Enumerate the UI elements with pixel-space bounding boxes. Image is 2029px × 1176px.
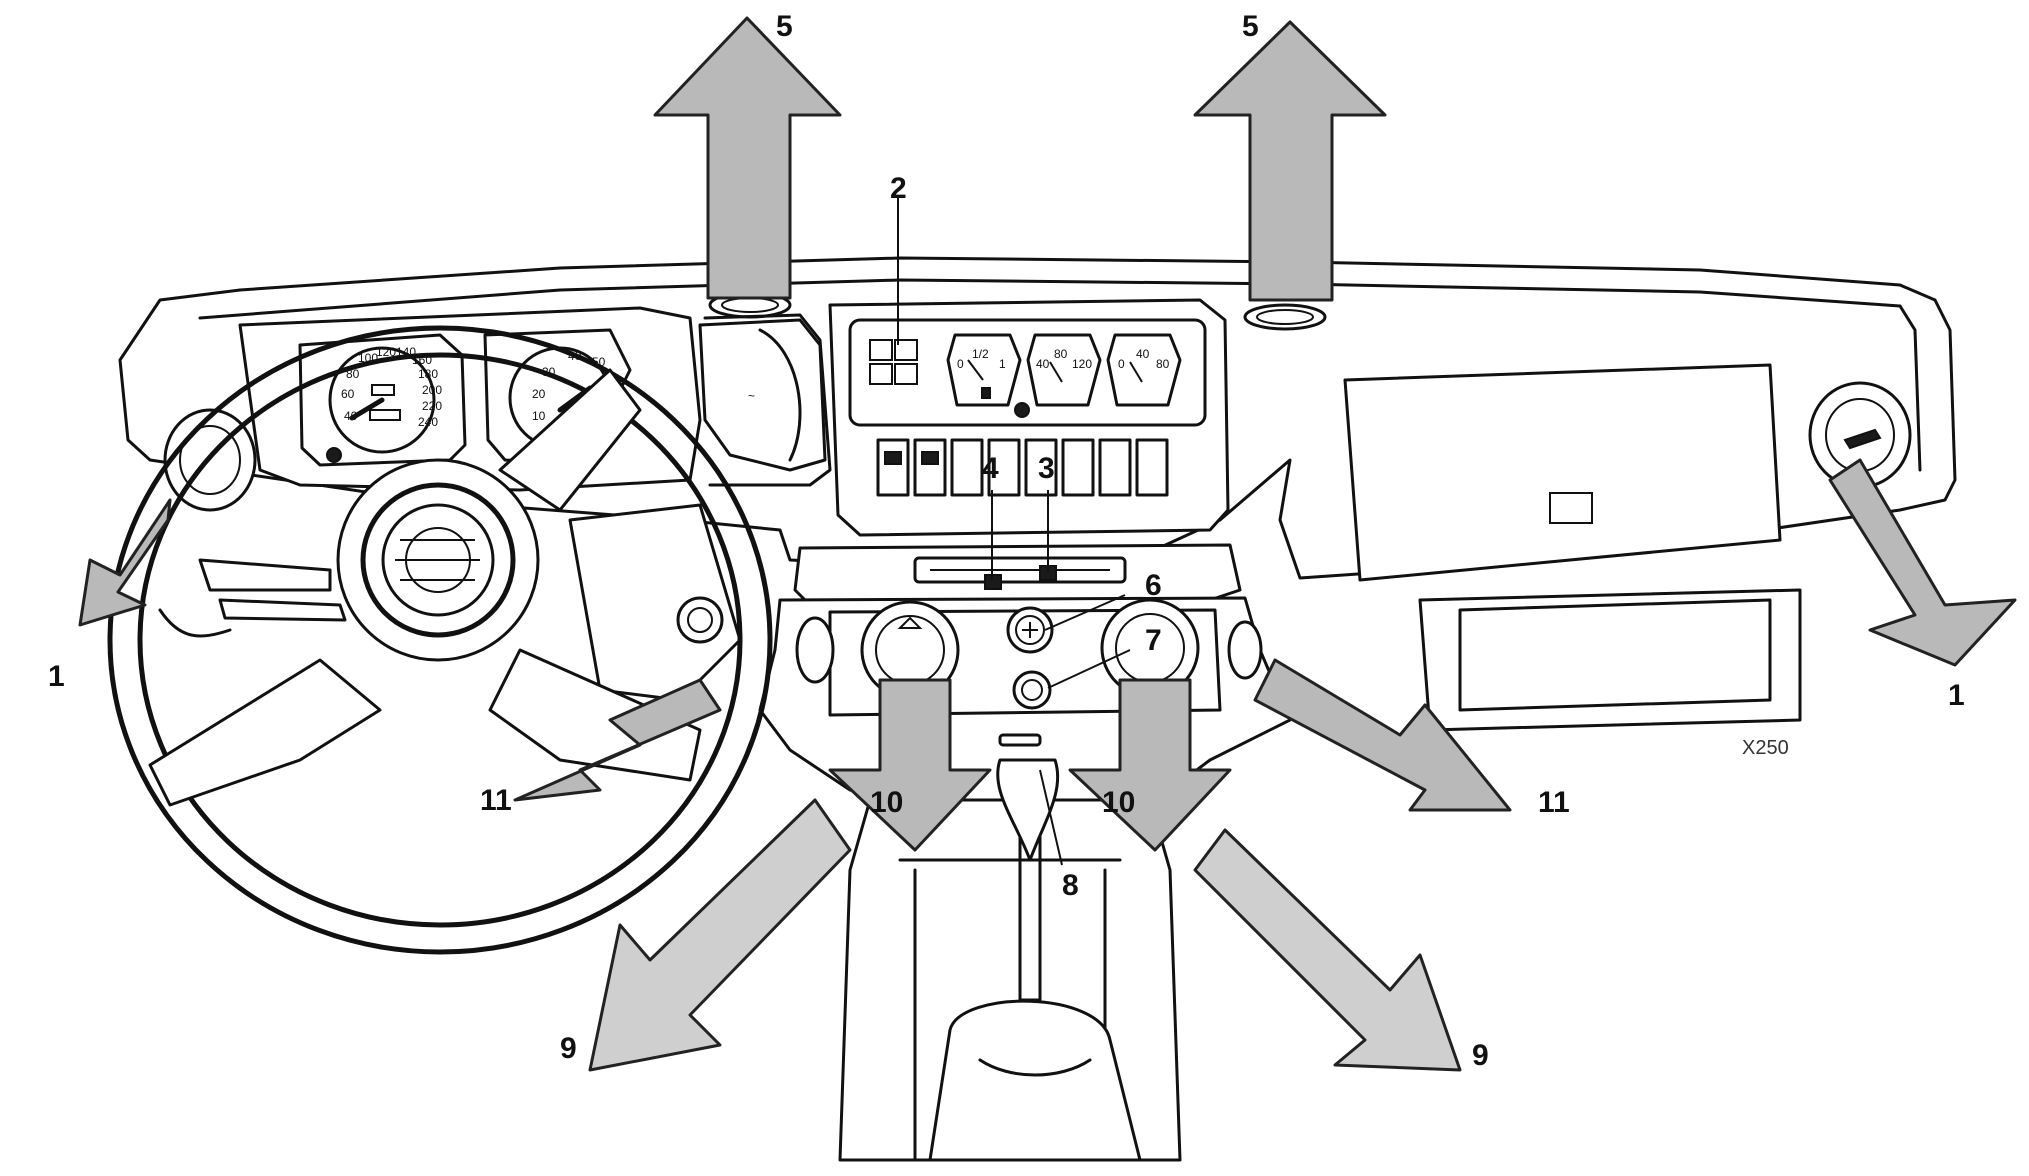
airflow-arrow-10-right xyxy=(1068,678,1232,852)
fuel-gauge: 0 1/2 1 xyxy=(946,333,1022,407)
airflow-arrow-11-right xyxy=(1253,658,1512,812)
speedo-tick: 180 xyxy=(418,367,438,381)
temp-tick: 40 xyxy=(1036,357,1050,371)
tacho-tick: 20 xyxy=(532,387,546,401)
speedo-tick: 200 xyxy=(422,383,442,397)
svg-text:~: ~ xyxy=(748,389,755,403)
callout-8: 8 xyxy=(1062,869,1079,902)
callout-10-left: 10 xyxy=(870,786,903,819)
callout-11-right: 11 xyxy=(1538,786,1570,819)
speedometer: 40 60 80 100 120 140 160 180 200 220 240 xyxy=(298,333,467,467)
tacho-tick: 10 xyxy=(532,409,546,423)
fuel-tick: 1 xyxy=(999,357,1006,371)
airflow-arrow-10-left xyxy=(828,678,992,852)
defrost-vent-right xyxy=(1243,303,1327,331)
airflow-arrow-5-left xyxy=(653,16,842,300)
callout-6: 6 xyxy=(1145,569,1162,602)
callout-1-right: 1 xyxy=(1948,679,1965,712)
reference-code: X250 xyxy=(1742,737,1789,759)
callout-2: 2 xyxy=(890,172,907,205)
speedo-tick: 120 xyxy=(376,345,396,359)
center-instrument-panel: 0 1/2 1 40 80 120 0 40 80 xyxy=(828,298,1230,537)
side-vent-right[interactable] xyxy=(1808,381,1912,489)
callout-4: 4 xyxy=(982,452,999,485)
speedo-tick: 240 xyxy=(418,415,438,429)
callout-5-right: 5 xyxy=(1242,10,1259,43)
callout-7: 7 xyxy=(1145,624,1162,657)
rear-window-heater-knob[interactable] xyxy=(1012,670,1052,710)
leader-lines xyxy=(897,198,1131,866)
airflow-arrow-1-right xyxy=(1828,458,2017,667)
callout-3: 3 xyxy=(1038,452,1055,485)
airflow-arrow-5-right xyxy=(1193,20,1387,302)
oil-gauge: 0 40 80 xyxy=(1106,333,1182,407)
oil-tick: 40 xyxy=(1136,347,1150,361)
callout-9-right: 9 xyxy=(1472,1039,1489,1072)
temp-tick: 120 xyxy=(1072,357,1092,371)
fuel-tick: 0 xyxy=(957,357,964,371)
callout-1-left: 1 xyxy=(48,660,65,693)
heater-control-strip xyxy=(793,543,1242,607)
callout-11-left: 11 xyxy=(480,784,512,817)
speedo-tick: 220 xyxy=(422,399,442,413)
callout-9-left: 9 xyxy=(560,1032,577,1065)
airflow-arrow-1-left xyxy=(78,498,172,627)
clock-pod: ~ xyxy=(698,318,827,472)
fuel-tick: 1/2 xyxy=(972,347,989,361)
gear-lever[interactable] xyxy=(928,758,1142,1162)
oil-tick: 0 xyxy=(1118,357,1125,371)
airflow-arrow-9-left xyxy=(588,798,852,1072)
callout-5-left: 5 xyxy=(776,10,793,43)
fan-speed-knob[interactable] xyxy=(1006,606,1054,654)
oil-tick: 80 xyxy=(1156,357,1170,371)
temp-tick: 80 xyxy=(1054,347,1068,361)
airflow-arrow-11-left xyxy=(513,678,722,802)
airflow-arrow-9-right xyxy=(1193,828,1462,1072)
callout-10-right: 10 xyxy=(1102,786,1135,819)
glovebox[interactable] xyxy=(1343,363,1782,582)
parcel-shelf xyxy=(1418,588,1802,732)
steering-column xyxy=(158,503,742,702)
speedo-tick: 60 xyxy=(341,387,355,401)
temperature-gauge: 40 80 120 xyxy=(1026,333,1102,407)
